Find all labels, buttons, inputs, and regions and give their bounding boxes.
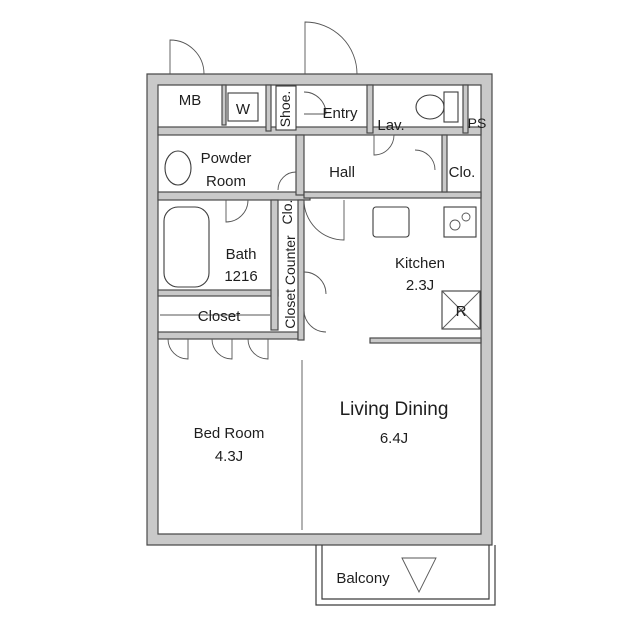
washer-box: [227, 92, 259, 122]
lav-label: Lav.: [377, 117, 404, 134]
kitchen-label-2: 2.3J: [406, 277, 434, 294]
balcony-label: Balcony: [336, 570, 390, 587]
room-labels: MB W Shoe. Entry Lav. PS Powder Room Hal…: [179, 91, 487, 587]
bath-label-2: 1216: [224, 268, 257, 285]
closet-label: Closet: [198, 308, 241, 325]
washbasin-icon: [164, 150, 192, 186]
bedroom-label-1: Bed Room: [194, 425, 265, 442]
ps-label: PS: [468, 115, 487, 131]
closet-hall-label: Clo.: [449, 164, 476, 181]
hall-label: Hall: [329, 164, 355, 181]
entry-label: Entry: [322, 105, 358, 122]
bath-label-1: Bath: [226, 246, 257, 263]
bathtub-icon: [163, 206, 210, 288]
door-swings: [167, 21, 436, 360]
kitchen-label-1: Kitchen: [395, 255, 445, 272]
powder-room-label-1: Powder: [201, 150, 252, 167]
living-dining-label-2: 6.4J: [380, 430, 408, 447]
shoe-label: Shoe.: [277, 91, 293, 128]
closet-counter-label: Closet Counter: [282, 235, 298, 329]
closet-small-label: Clo.: [279, 200, 295, 225]
powder-room-label-2: Room: [206, 173, 246, 190]
toilet-icon: [415, 94, 445, 120]
stove-icon: [443, 206, 477, 238]
sink-icon: [372, 206, 410, 238]
shoe-box: [275, 85, 297, 131]
mb-label: MB: [179, 92, 202, 109]
fixtures: [160, 85, 481, 530]
living-dining-label-1: Living Dining: [340, 399, 449, 420]
interior-walls: [157, 84, 482, 344]
balcony-area: [315, 545, 496, 606]
washer-label: W: [236, 101, 251, 118]
bedroom-label-2: 4.3J: [215, 448, 243, 465]
refrigerator-label: R: [456, 303, 467, 320]
